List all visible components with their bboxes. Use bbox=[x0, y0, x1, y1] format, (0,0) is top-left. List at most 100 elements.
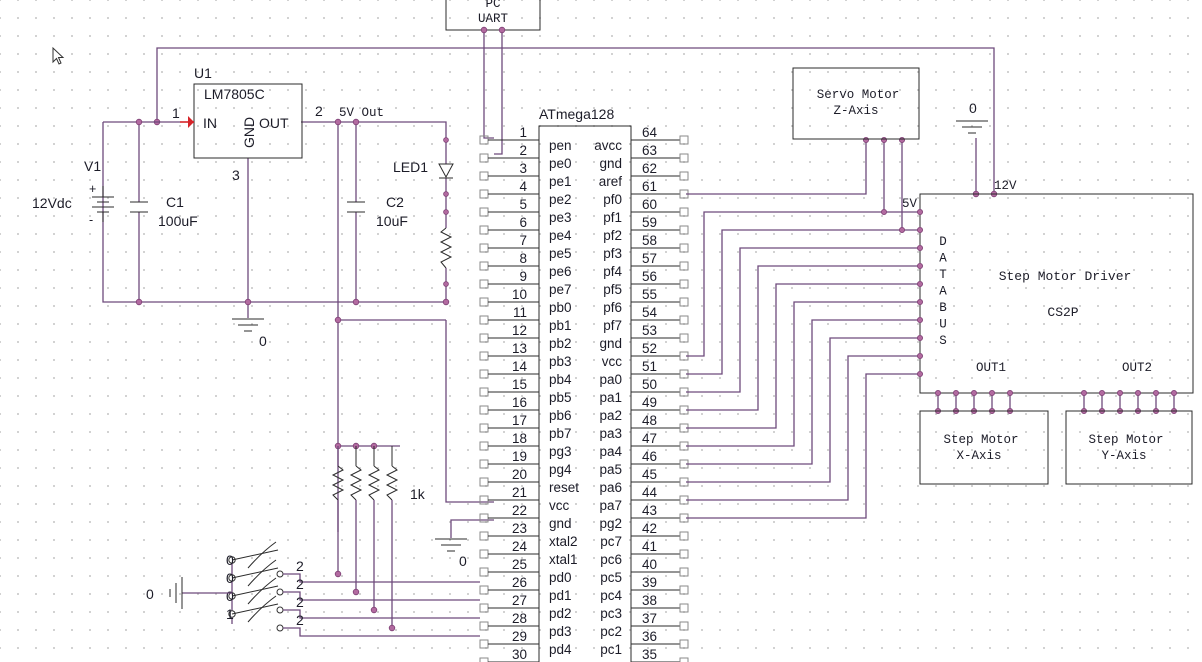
pin-terminal[interactable] bbox=[479, 477, 489, 487]
pin-terminal[interactable] bbox=[479, 441, 489, 451]
pin-terminal[interactable] bbox=[679, 297, 689, 307]
pin-terminal[interactable] bbox=[479, 549, 489, 559]
battery-v1[interactable]: + - V1 12Vdc bbox=[32, 158, 114, 227]
pin-terminal[interactable] bbox=[479, 639, 489, 649]
pin-terminal[interactable] bbox=[679, 333, 689, 343]
led-1[interactable]: LED1 bbox=[393, 159, 454, 179]
pin-terminal[interactable] bbox=[479, 243, 489, 253]
pin-terminal[interactable] bbox=[479, 189, 489, 199]
switch-blade[interactable] bbox=[231, 567, 279, 579]
pin-terminal[interactable] bbox=[679, 567, 689, 577]
pin-terminal[interactable] bbox=[479, 531, 489, 541]
step-motor-y-block[interactable]: Step Motor Y-Axis bbox=[1065, 410, 1193, 485]
pin-terminal[interactable] bbox=[679, 657, 689, 662]
pin-terminal[interactable] bbox=[479, 603, 489, 613]
pin-terminal[interactable] bbox=[679, 603, 689, 613]
pin-terminal[interactable] bbox=[479, 207, 489, 217]
pin-terminal[interactable] bbox=[479, 297, 489, 307]
pin-terminal[interactable] bbox=[679, 549, 689, 559]
pin-terminal[interactable] bbox=[479, 333, 489, 343]
pin-terminal[interactable] bbox=[679, 153, 689, 163]
pin-terminal[interactable] bbox=[479, 513, 489, 523]
pin-terminal[interactable] bbox=[479, 225, 489, 235]
pin-terminal[interactable] bbox=[679, 135, 689, 145]
pin-terminal[interactable] bbox=[479, 621, 489, 631]
pin-terminal[interactable] bbox=[479, 387, 489, 397]
mcu-atmega128[interactable]: ATmega128 1pen2pe03pe14pe25pe36pe47pe58p… bbox=[479, 106, 689, 662]
step-motor-driver[interactable]: Step Motor Driver CS2P OUT1 OUT2 5V 12V … bbox=[902, 179, 1194, 394]
pin-terminal[interactable] bbox=[479, 369, 489, 379]
step-motor-x-block[interactable]: Step Motor X-Axis bbox=[919, 410, 1049, 485]
pin-terminal[interactable] bbox=[679, 639, 689, 649]
switch-blade[interactable] bbox=[231, 549, 279, 561]
pin-terminal[interactable] bbox=[479, 657, 489, 662]
pin-terminal[interactable] bbox=[479, 405, 489, 415]
pin-terminal[interactable] bbox=[479, 459, 489, 469]
regulator-u1[interactable]: U1 LM7805C IN OUT GND 1 2 3 bbox=[172, 65, 323, 183]
switch-blade[interactable] bbox=[231, 603, 279, 615]
pullup-resistor[interactable] bbox=[331, 446, 345, 501]
pin-terminal[interactable] bbox=[479, 279, 489, 289]
pin-terminal[interactable] bbox=[479, 423, 489, 433]
mcu-pin-30[interactable]: 30 bbox=[479, 647, 539, 662]
pin-terminal[interactable] bbox=[679, 621, 689, 631]
capacitor-c1[interactable]: C1 100uF bbox=[130, 194, 198, 229]
pullup-resistor[interactable] bbox=[367, 446, 381, 501]
led-resistor[interactable] bbox=[439, 227, 453, 269]
pin-terminal[interactable] bbox=[679, 315, 689, 325]
pin-terminal[interactable] bbox=[479, 567, 489, 577]
pin-terminal[interactable] bbox=[679, 279, 689, 289]
pc-uart-block[interactable]: PC UART bbox=[445, 0, 541, 31]
pin-terminal[interactable] bbox=[479, 315, 489, 325]
pullup-resistor[interactable] bbox=[349, 446, 363, 501]
pin-terminal[interactable] bbox=[479, 171, 489, 181]
